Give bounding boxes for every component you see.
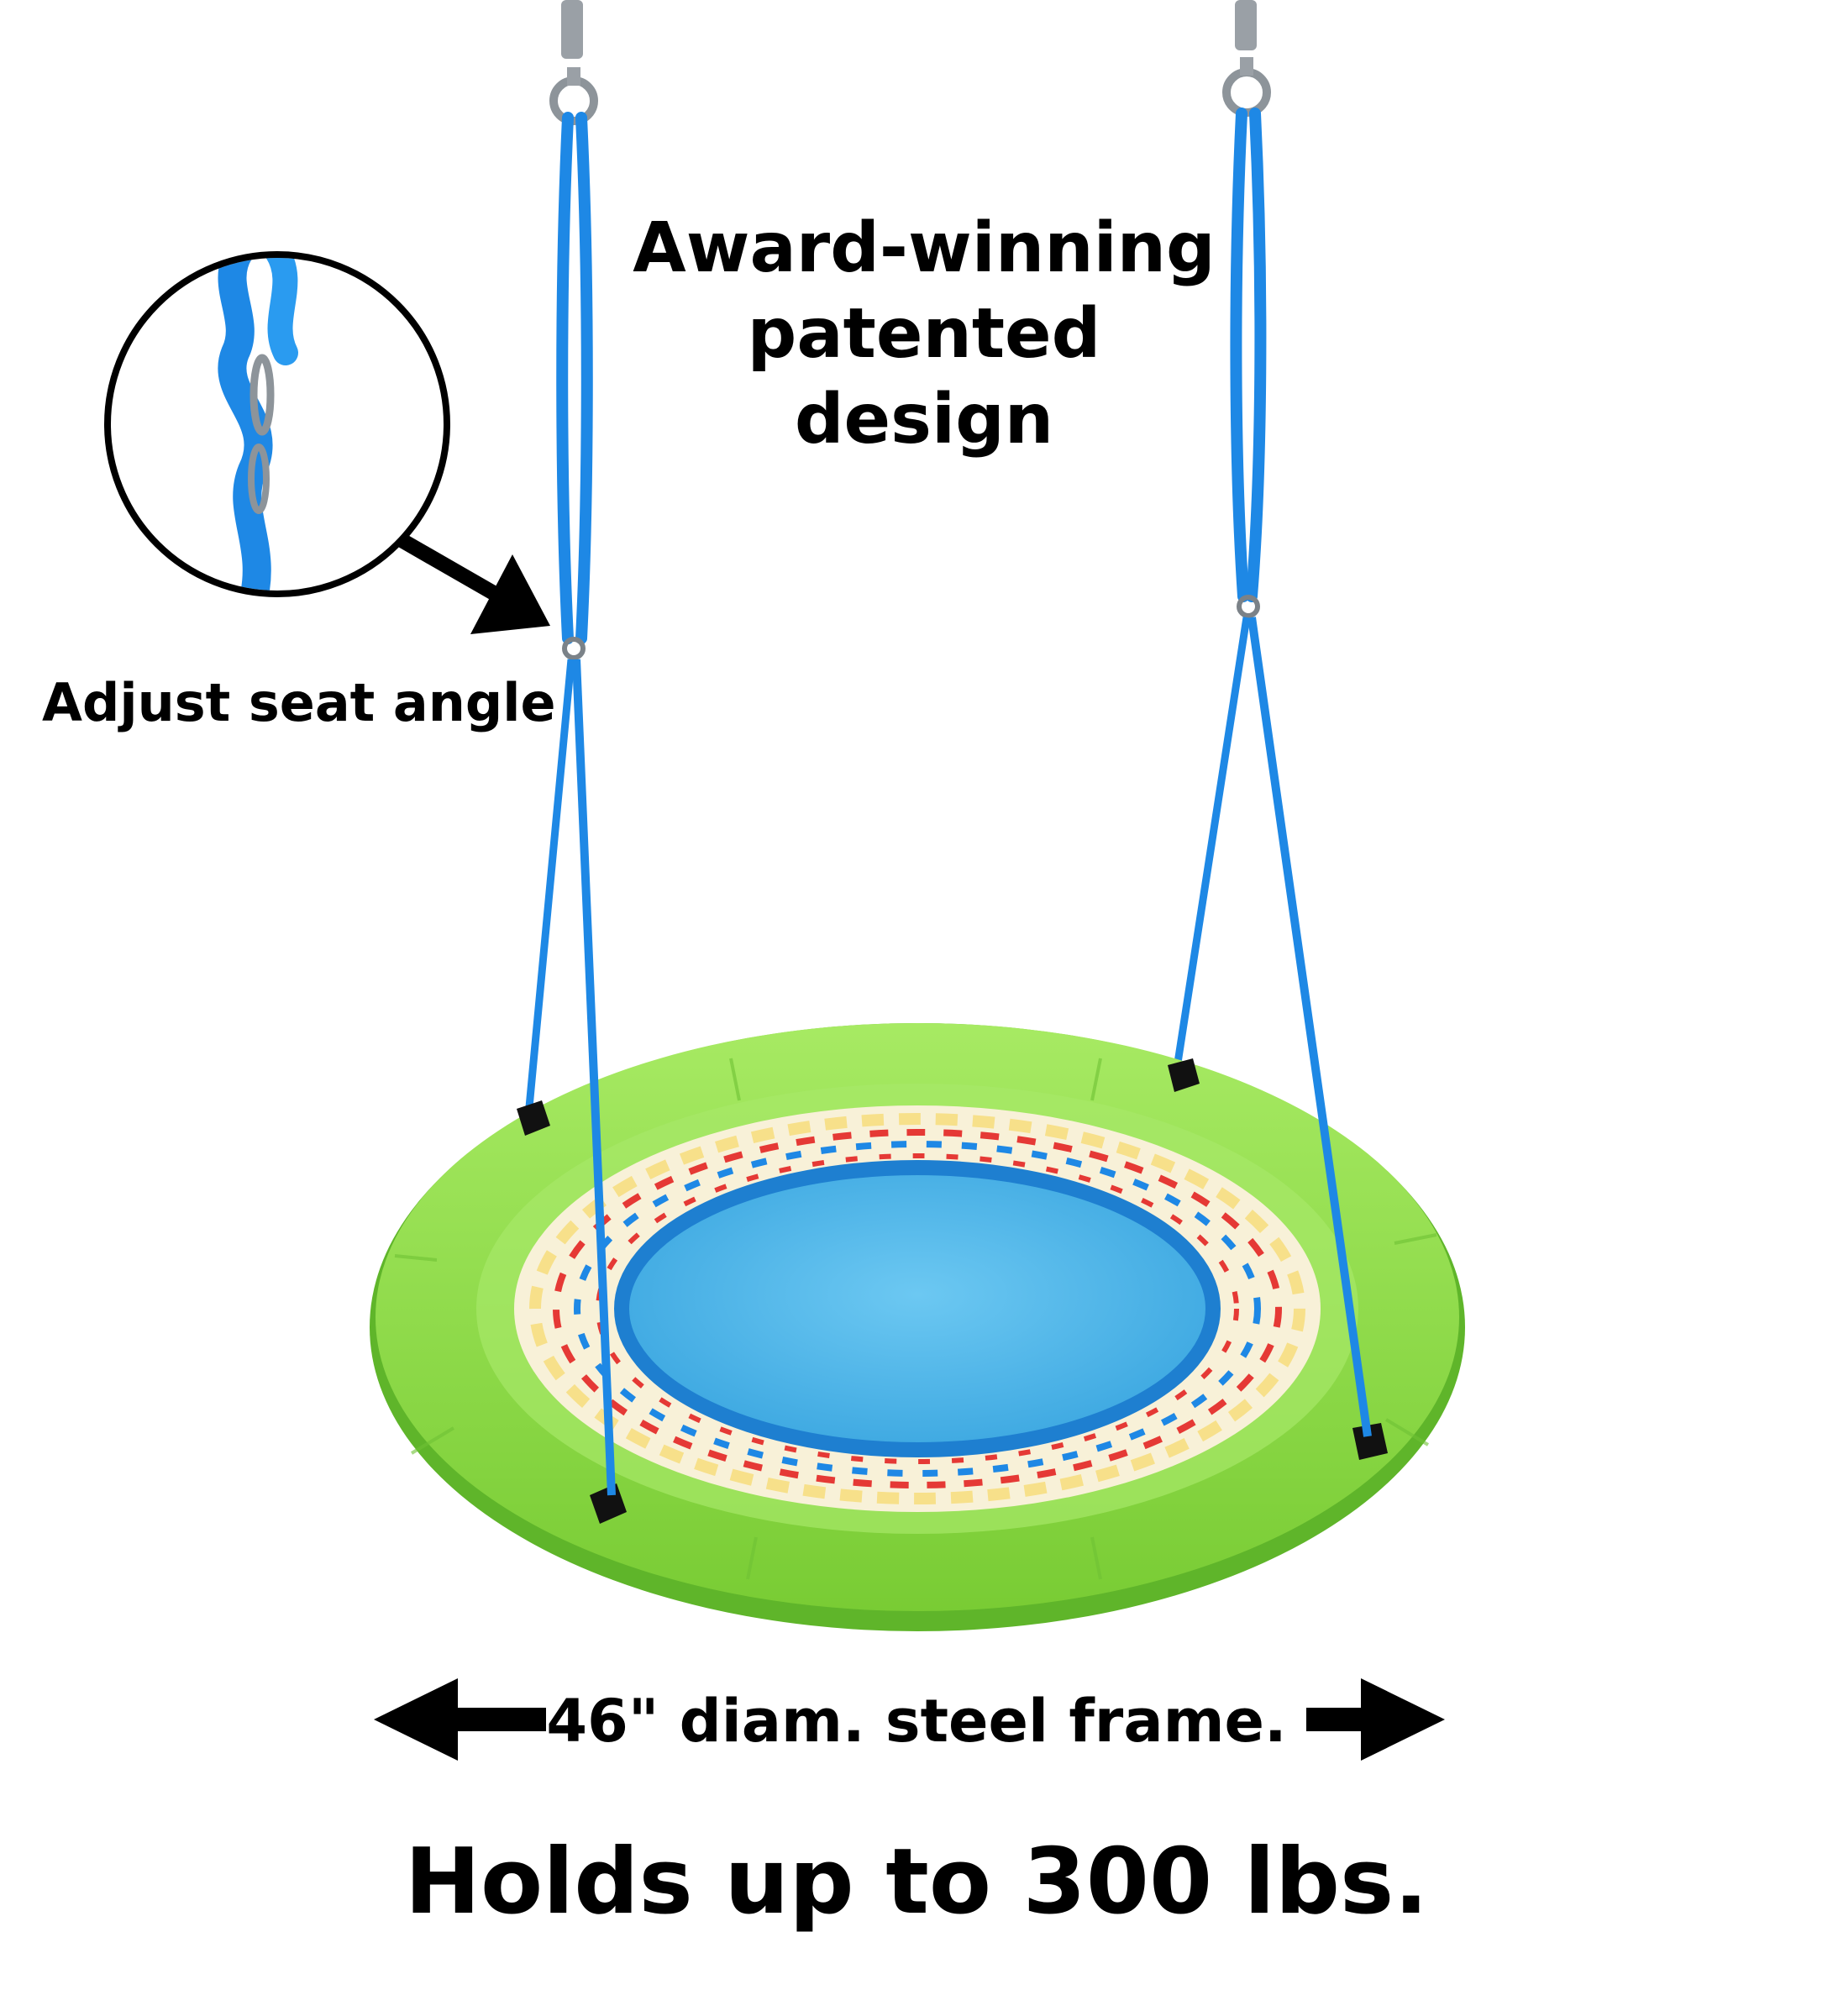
weight-capacity-label: Holds up to 300 lbs. <box>404 1830 1429 1935</box>
adjuster-ring-right <box>1237 595 1260 618</box>
frame-diameter-label: 46" diam. steel frame. <box>546 1687 1287 1756</box>
lower-ropes-front <box>572 617 1372 1496</box>
swing-seat <box>370 1023 1465 1631</box>
hanging-hardware-left <box>549 0 598 125</box>
seat-center <box>614 1160 1221 1457</box>
hanging-hardware-right <box>1222 0 1271 117</box>
callout-arrow <box>397 533 550 634</box>
headline-line-3: design <box>794 380 1054 459</box>
width-arrow-left <box>374 1678 546 1761</box>
clip-back-left <box>517 1100 550 1136</box>
headline-line-1: Award-winning <box>633 208 1216 288</box>
headline-line-2: patented <box>747 294 1101 374</box>
lower-ropes-back <box>525 617 1251 1108</box>
clip-front-right <box>1352 1423 1388 1460</box>
width-arrow-right <box>1306 1678 1445 1761</box>
upper-rope-left <box>556 112 593 644</box>
headline: Award-winning patented design <box>588 206 1260 463</box>
clip-back-right <box>1168 1058 1200 1092</box>
zoom-callout <box>104 251 450 597</box>
clip-front-left <box>590 1483 627 1524</box>
upper-rope-right <box>1230 108 1267 602</box>
adjust-seat-angle-label: Adjust seat angle <box>42 672 556 733</box>
adjuster-ring-left <box>562 637 586 660</box>
